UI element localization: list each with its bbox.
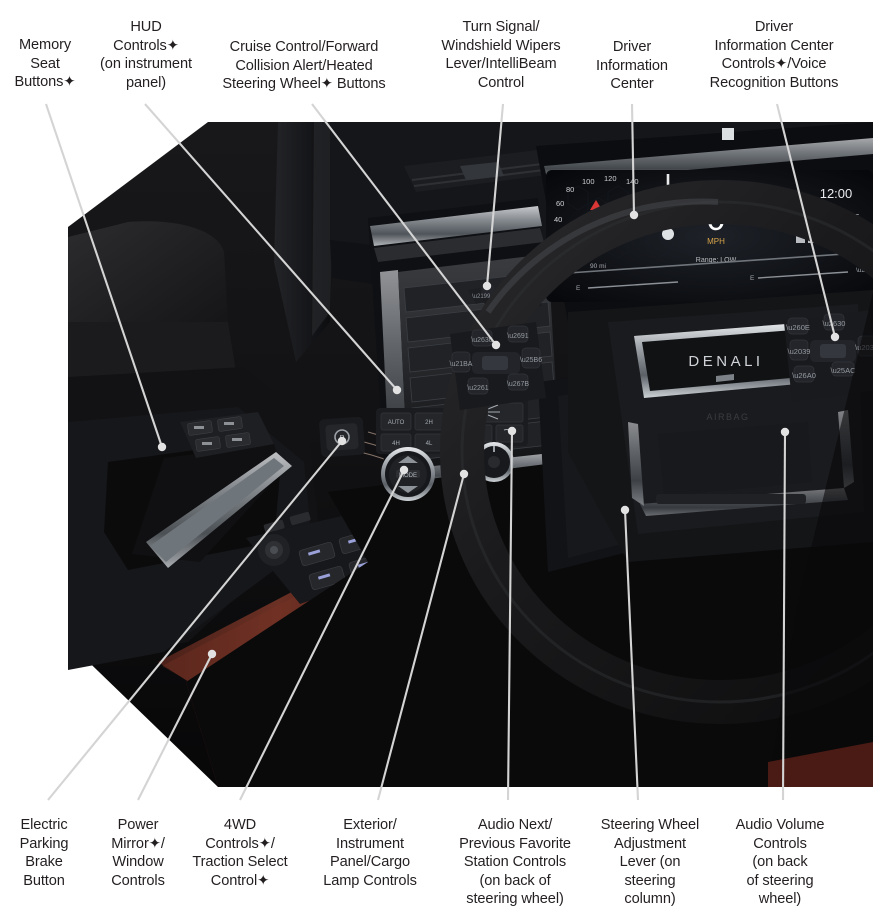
svg-text:120: 120 [604, 174, 617, 183]
dashboard-illustration: P AUTO 2H 4H 4L [68, 122, 873, 787]
callout-electric-parking-brake-button: Electric Parking Brake Button [19, 817, 69, 889]
clock: 12:00 [820, 186, 853, 201]
svg-text:80: 80 [566, 185, 574, 194]
svg-text:\u21BA: \u21BA [450, 361, 473, 368]
callout-steering-wheel-adjustment-lever: Steering Wheel Adjustment Lever (on stee… [600, 817, 700, 908]
svg-text:60: 60 [556, 199, 564, 208]
left-steering-wheel-buttons: \u21BA \u25B6 \u2630 \u2691 \u2261 \u267… [450, 322, 546, 410]
svg-text:4L: 4L [426, 441, 433, 447]
callout-turn-signal-lever: Turn Signal/ Windshield Wipers Lever/Int… [441, 19, 561, 91]
svg-text:\u26A0: \u26A0 [792, 371, 816, 380]
svg-text:40: 40 [554, 215, 562, 224]
svg-text:2H: 2H [425, 420, 433, 426]
svg-text:\u25AC: \u25AC [830, 366, 856, 375]
electric-parking-brake-button: P [319, 416, 365, 458]
svg-text:4H: 4H [392, 441, 400, 447]
callout-exterior-lamp-controls: Exterior/ Instrument Panel/Cargo Lamp Co… [323, 817, 417, 889]
svg-text:P: P [340, 435, 345, 442]
svg-text:\u260E: \u260E [786, 323, 810, 332]
callout-dic-controls-voice-recognition: Driver Information Center Controls✦/Voic… [709, 19, 839, 91]
callout-4wd-traction-select-control: 4WD Controls✦/ Traction Select Control✦ [192, 817, 288, 889]
svg-text:\u2199: \u2199 [472, 294, 491, 300]
svg-text:90 mi: 90 mi [590, 263, 606, 270]
svg-text:100: 100 [582, 177, 595, 186]
svg-text:\u2630: \u2630 [823, 319, 846, 328]
svg-text:\u25B6: \u25B6 [520, 357, 542, 364]
speed-unit: MPH [707, 237, 725, 246]
svg-text:E: E [576, 285, 581, 292]
range-label: Range: LOW [696, 257, 737, 264]
svg-text:E: E [750, 275, 755, 282]
svg-text:\u2261: \u2261 [467, 385, 489, 392]
dashboard-photo: P AUTO 2H 4H 4L [68, 122, 873, 787]
callout-memory-seat-buttons: Memory Seat Buttons✦ [14, 37, 76, 91]
airbag-label: AIRBAG [706, 412, 749, 422]
callout-audio-volume-controls: Audio Volume Controls (on back of steeri… [735, 817, 825, 908]
callout-audio-next-previous-station-controls: Audio Next/ Previous Favorite Station Co… [459, 817, 571, 908]
svg-text:AUTO: AUTO [388, 420, 405, 426]
callout-hud-controls: HUD Controls✦ (on instrument panel) [100, 19, 192, 91]
svg-text:\u267B: \u267B [507, 381, 530, 388]
callout-cruise-control-buttons: Cruise Control/Forward Collision Alert/H… [222, 39, 386, 93]
svg-text:\u2039: \u2039 [788, 347, 811, 356]
svg-text:140: 140 [626, 177, 639, 186]
svg-text:MODE: MODE [399, 473, 417, 479]
callout-driver-information-center: Driver Information Center [596, 39, 668, 93]
svg-text:\u2630: \u2630 [471, 337, 493, 344]
callout-power-mirror-window-controls: Power Mirror✦/ Window Controls [111, 817, 165, 889]
denali-badge: DENALI [688, 353, 763, 370]
svg-text:\u2691: \u2691 [507, 333, 529, 340]
